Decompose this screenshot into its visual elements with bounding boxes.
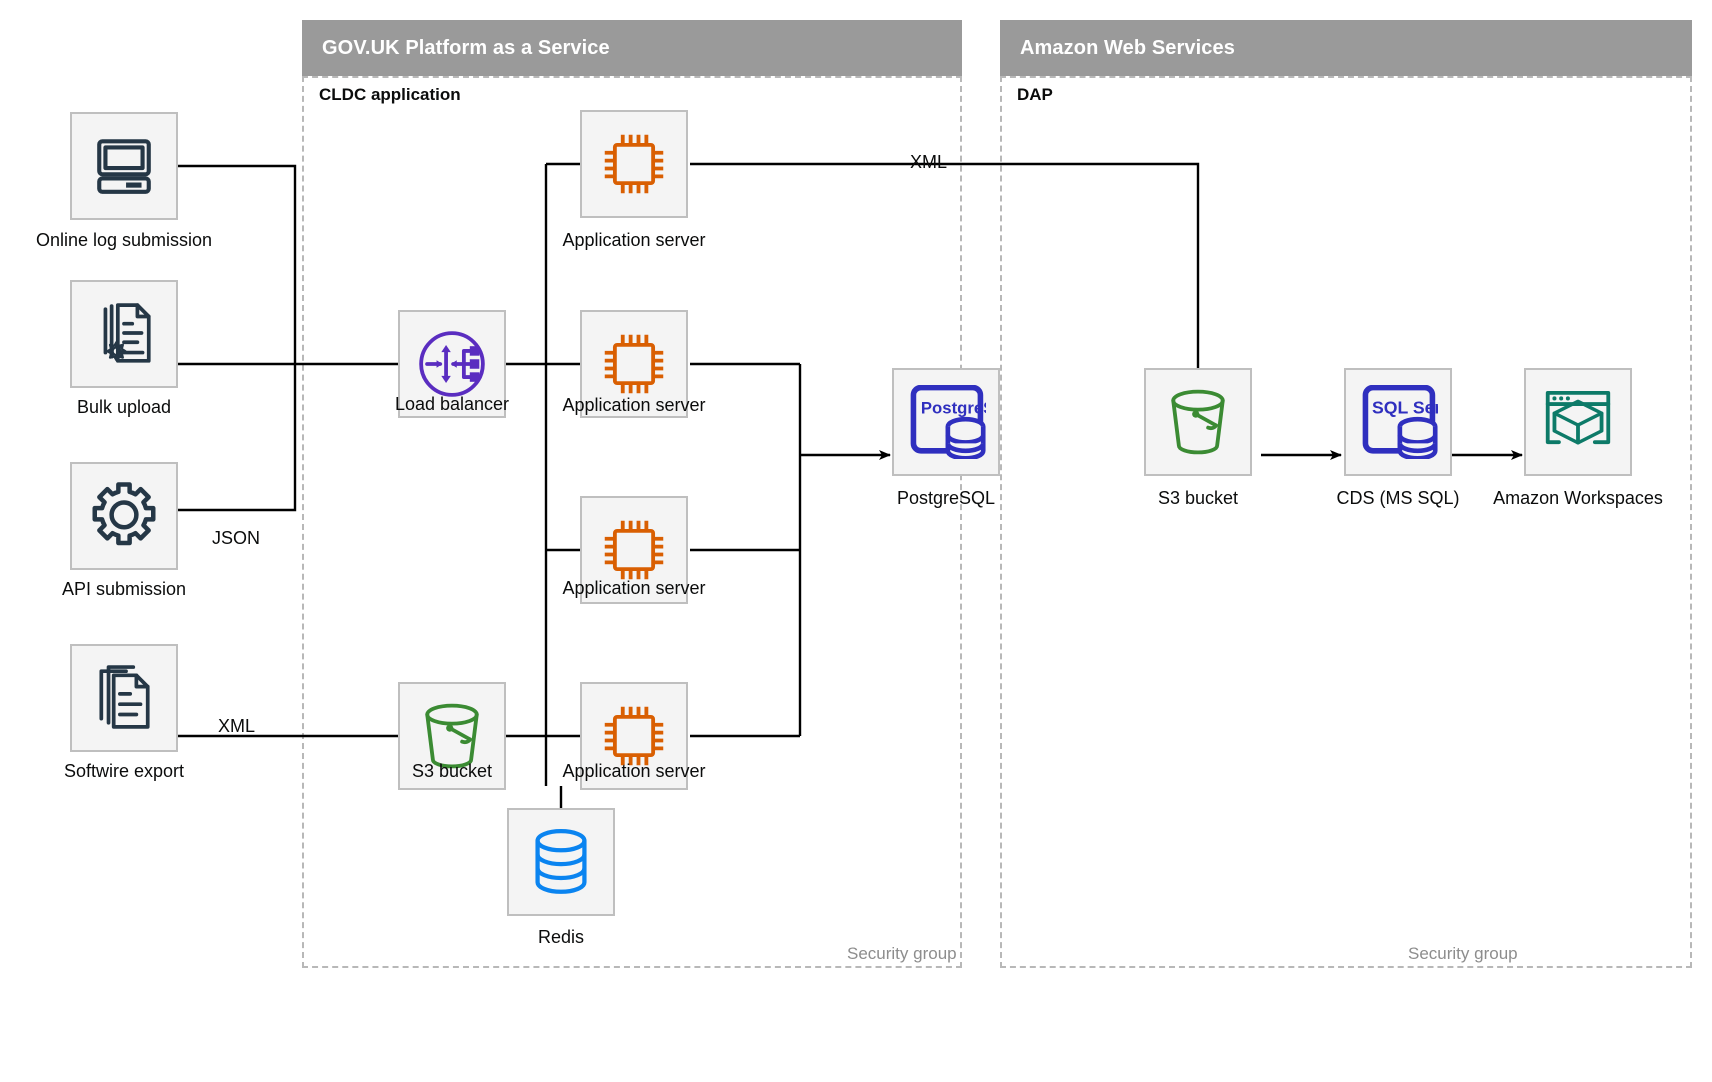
node-app-server-3[interactable] bbox=[580, 496, 688, 604]
node-label-load-balancer: Load balancer bbox=[394, 394, 510, 414]
icon-box bbox=[398, 310, 506, 418]
node-cds-ms-sql[interactable]: SQL Server bbox=[1344, 368, 1452, 476]
icon-box bbox=[580, 682, 688, 790]
group-title-paas: GOV.UK Platform as a Service bbox=[322, 36, 610, 59]
node-app-server-4[interactable] bbox=[580, 682, 688, 790]
node-load-balancer[interactable] bbox=[398, 310, 506, 418]
cpu-chip-icon bbox=[598, 128, 670, 200]
security-group-paas bbox=[302, 76, 962, 968]
node-app-server-2[interactable] bbox=[580, 310, 688, 418]
security-label-aws: Security group bbox=[1408, 944, 1518, 963]
icon-box bbox=[70, 280, 178, 388]
icon-box bbox=[70, 112, 178, 220]
icon-box bbox=[70, 462, 178, 570]
icon-box bbox=[1524, 368, 1632, 476]
node-label-app-server-1: Application server bbox=[562, 230, 706, 250]
edge-label-json: JSON bbox=[212, 528, 261, 548]
cpu-chip-icon bbox=[598, 328, 670, 400]
icon-box bbox=[580, 110, 688, 218]
node-label-postgresql: PostgreSQL bbox=[896, 488, 996, 508]
icon-box bbox=[398, 682, 506, 790]
node-bulk-upload[interactable] bbox=[70, 280, 178, 388]
s3-bucket-icon bbox=[1162, 387, 1234, 457]
icon-box bbox=[70, 644, 178, 752]
security-group-aws bbox=[1000, 76, 1692, 968]
node-api-submission[interactable] bbox=[70, 462, 178, 570]
node-label-amazon-workspaces: Amazon Workspaces bbox=[1493, 488, 1663, 508]
node-postgresql[interactable]: PostgreSQL bbox=[892, 368, 1000, 476]
node-label-redis: Redis bbox=[537, 927, 585, 947]
edge-label-xml-softwire: XML bbox=[218, 716, 256, 736]
postgresql-badge-text: PostgreSQL bbox=[921, 399, 986, 418]
node-label-api-submission: API submission bbox=[61, 579, 187, 599]
icon-box bbox=[507, 808, 615, 916]
sql-server-badge-text: SQL Server bbox=[1372, 398, 1438, 418]
node-label-app-server-3: Application server bbox=[562, 578, 706, 598]
sub-label-dap: DAP bbox=[1017, 85, 1053, 104]
node-s3-bucket-aws[interactable] bbox=[1144, 368, 1252, 476]
node-online-log-submission[interactable] bbox=[70, 112, 178, 220]
postgresql-icon: PostgreSQL bbox=[906, 385, 986, 459]
node-label-cds-ms-sql: CDS (MS SQL) bbox=[1336, 488, 1460, 508]
node-softwire-export[interactable] bbox=[70, 644, 178, 752]
gear-icon bbox=[88, 480, 160, 552]
node-redis[interactable] bbox=[507, 808, 615, 916]
node-label-app-server-4: Application server bbox=[562, 761, 706, 781]
database-cylinder-icon bbox=[531, 829, 591, 895]
node-s3-bucket-paas[interactable] bbox=[398, 682, 506, 790]
icon-box: PostgreSQL bbox=[892, 368, 1000, 476]
icon-box bbox=[580, 496, 688, 604]
s3-bucket-icon bbox=[416, 701, 488, 771]
node-app-server-1[interactable] bbox=[580, 110, 688, 218]
icon-box: SQL Server bbox=[1344, 368, 1452, 476]
node-label-softwire-export: Softwire export bbox=[63, 761, 185, 781]
icon-box bbox=[1144, 368, 1252, 476]
edge-label-xml-dap: XML bbox=[910, 152, 948, 172]
load-balancer-icon bbox=[414, 326, 490, 402]
workspaces-cube-icon bbox=[1541, 386, 1615, 458]
node-amazon-workspaces[interactable] bbox=[1524, 368, 1632, 476]
cpu-chip-icon bbox=[598, 700, 670, 772]
desktop-computer-icon bbox=[91, 133, 157, 199]
security-label-paas: Security group bbox=[847, 944, 957, 963]
node-label-s3-bucket-aws: S3 bucket bbox=[1157, 488, 1239, 508]
sql-server-icon: SQL Server bbox=[1358, 385, 1438, 459]
group-title-aws: Amazon Web Services bbox=[1020, 36, 1235, 59]
group-header-paas: GOV.UK Platform as a Service bbox=[302, 20, 962, 76]
group-header-aws: Amazon Web Services bbox=[1000, 20, 1692, 76]
node-label-bulk-upload: Bulk upload bbox=[76, 397, 172, 417]
cpu-chip-icon bbox=[598, 514, 670, 586]
sub-label-cldc: CLDC application bbox=[319, 85, 461, 104]
node-label-online-log-submission: Online log submission bbox=[35, 230, 213, 250]
icon-box bbox=[580, 310, 688, 418]
document-gear-icon bbox=[91, 301, 157, 367]
node-label-s3-bucket-paas: S3 bucket bbox=[411, 761, 493, 781]
documents-stack-icon bbox=[91, 665, 157, 731]
node-label-app-server-2: Application server bbox=[562, 395, 706, 415]
